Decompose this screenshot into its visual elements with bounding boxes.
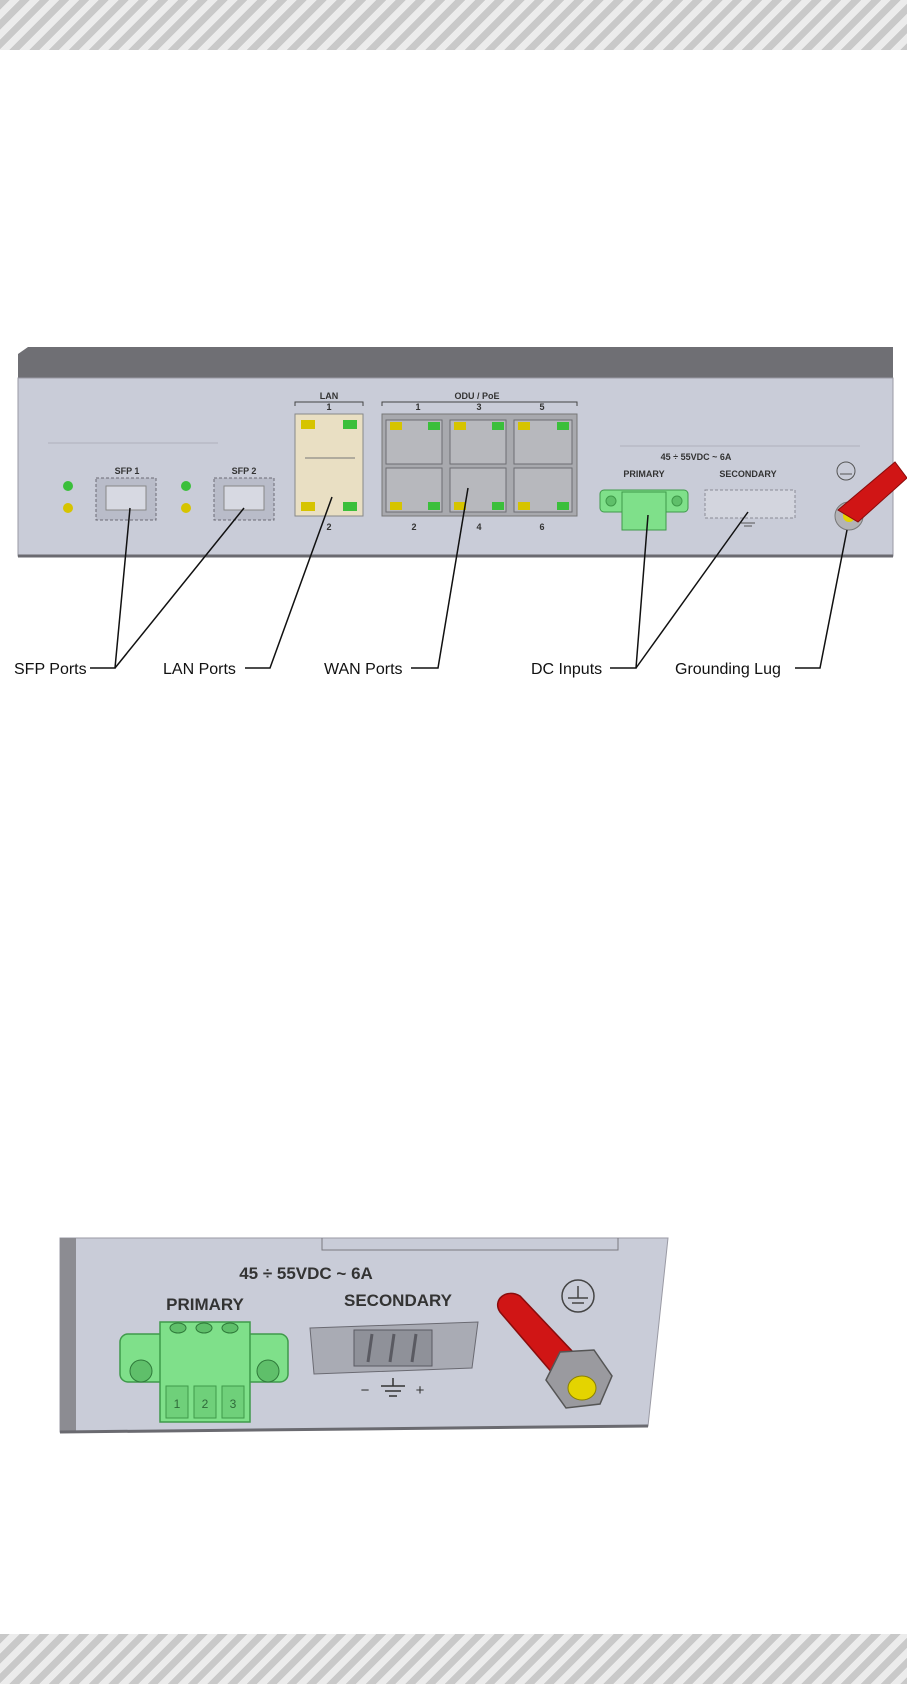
odu-led — [492, 422, 504, 430]
primary-label: PRIMARY — [623, 469, 664, 479]
lan-led-yellow-bottom — [301, 502, 315, 511]
odu-led — [557, 502, 569, 510]
lan-port-1-label: 1 — [326, 402, 331, 412]
sfp2-led-yellow — [181, 503, 191, 513]
callout-lan-ports: LAN Ports — [163, 661, 236, 678]
lan-led-yellow-top — [301, 420, 315, 429]
callout-wan-ports: WAN Ports — [324, 661, 403, 678]
sfp1-label: SFP 1 — [115, 466, 140, 476]
primary-screw-hole — [672, 496, 682, 506]
odu-led — [428, 422, 440, 430]
closeup-terminal-screw — [222, 1323, 238, 1333]
sfp2-led-green — [181, 481, 191, 491]
closeup-power-rating-label: 45 ÷ 55VDC ~ 6A — [239, 1264, 373, 1283]
closeup-pin-2-label: 2 — [202, 1397, 209, 1411]
odu-led — [518, 422, 530, 430]
closeup-polarity-minus: − — [361, 1382, 370, 1399]
sfp2-label: SFP 2 — [232, 466, 257, 476]
sfp1-led-green — [63, 481, 73, 491]
odu-header-label: ODU / PoE — [454, 391, 499, 401]
closeup-terminal-screw — [170, 1323, 186, 1333]
secondary-label: SECONDARY — [719, 469, 776, 479]
closeup-polarity-plus: + — [416, 1382, 425, 1399]
closeup-panel-left-edge — [60, 1238, 76, 1432]
power-rating-label: 45 ÷ 55VDC ~ 6A — [661, 452, 732, 462]
callout-grounding-lug: Grounding Lug — [675, 661, 781, 678]
odu-led — [518, 502, 530, 510]
lan-led-green-bottom — [343, 502, 357, 511]
sfp1-cage — [106, 486, 146, 510]
lan-port-2-label: 2 — [326, 522, 331, 532]
odu-led — [557, 422, 569, 430]
secondary-dc-connector — [705, 490, 795, 518]
closeup-terminal-screw — [196, 1323, 212, 1333]
callout-dc-inputs: DC Inputs — [531, 661, 602, 678]
sfp2-cage — [224, 486, 264, 510]
primary-connector-plug — [622, 492, 666, 530]
odu-port-6-label: 6 — [539, 522, 544, 532]
lan-header-label: LAN — [320, 391, 339, 401]
primary-screw-hole — [606, 496, 616, 506]
closeup-pin-3-label: 3 — [230, 1397, 237, 1411]
lan-led-green-top — [343, 420, 357, 429]
odu-port-1-label: 1 — [415, 402, 420, 412]
closeup-secondary-label: SECONDARY — [344, 1291, 453, 1310]
closeup-screw-hole-left — [130, 1360, 152, 1382]
closeup-screw-hole-right — [257, 1360, 279, 1382]
closeup-pin-1-label: 1 — [174, 1397, 181, 1411]
closeup-primary-label: PRIMARY — [166, 1295, 244, 1314]
odu-port-4-label: 4 — [476, 522, 481, 532]
closeup-lug-bolt — [568, 1376, 596, 1400]
sfp1-led-yellow — [63, 503, 73, 513]
odu-port-3-label: 3 — [476, 402, 481, 412]
odu-port-5-label: 5 — [539, 402, 544, 412]
odu-led — [492, 502, 504, 510]
odu-led — [390, 502, 402, 510]
odu-led — [428, 502, 440, 510]
odu-led — [454, 422, 466, 430]
chassis-top-edge — [18, 347, 893, 378]
lan-port-block — [295, 414, 363, 516]
odu-port-2-label: 2 — [411, 522, 416, 532]
odu-led — [390, 422, 402, 430]
callout-sfp-ports: SFP Ports — [14, 661, 87, 678]
